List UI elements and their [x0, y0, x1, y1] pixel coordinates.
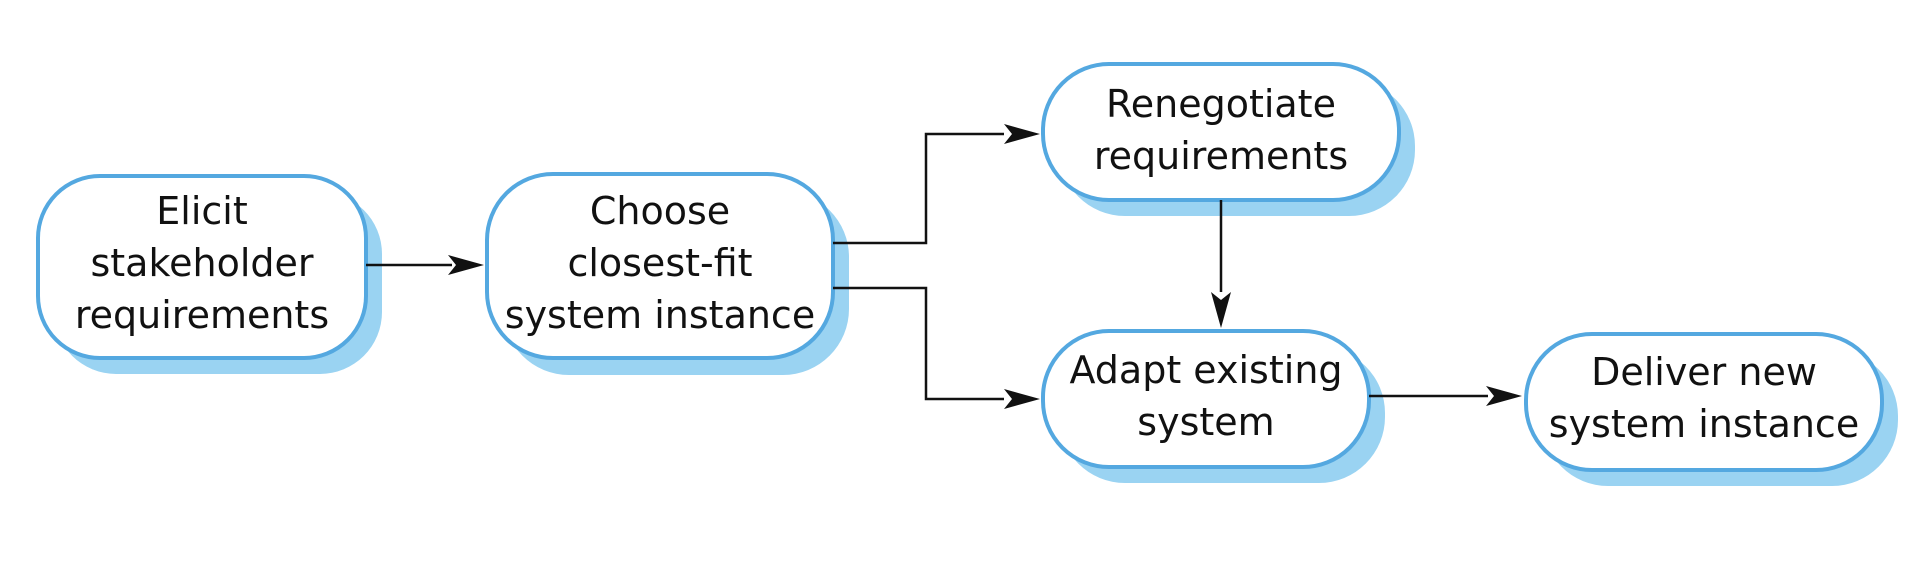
node-deliver-line-1: Deliver new	[1591, 350, 1817, 394]
node-deliver: Deliver new system instance	[1524, 332, 1898, 486]
node-elicit: Elicit stakeholder requirements	[36, 174, 382, 374]
edge-choose-to-renegotiate	[833, 124, 1040, 245]
node-choose-line-2: closest-fit	[567, 241, 752, 285]
node-adapt-line-2: system	[1137, 400, 1274, 444]
node-adapt: Adapt existing system	[1041, 329, 1385, 483]
edge-choose-to-adapt	[833, 286, 1040, 409]
arrowhead-icon	[448, 255, 484, 275]
node-renegotiate-line-1: Renegotiate	[1106, 82, 1336, 126]
node-renegotiate-line-2: requirements	[1094, 134, 1348, 178]
node-adapt-box	[1041, 329, 1371, 469]
node-elicit-line-3: requirements	[75, 293, 329, 337]
node-choose-line-1: Choose	[590, 189, 730, 233]
node-choose-line-3: system instance	[505, 293, 815, 337]
node-choose: Choose closest-fit system instance	[485, 172, 849, 375]
node-deliver-line-2: system instance	[1549, 402, 1859, 446]
node-deliver-box	[1524, 332, 1884, 472]
edge-elicit-to-choose	[366, 255, 484, 275]
node-adapt-line-1: Adapt existing	[1069, 348, 1342, 392]
node-elicit-line-2: stakeholder	[90, 241, 313, 285]
arrowhead-icon	[1211, 292, 1231, 328]
edge-renegotiate-to-adapt	[1211, 200, 1231, 328]
arrowhead-icon	[1004, 389, 1040, 409]
arrowhead-icon	[1004, 124, 1040, 144]
edge-choose-to-renegotiate-line	[833, 132, 1004, 245]
node-elicit-box	[36, 174, 368, 360]
edge-adapt-to-deliver	[1369, 386, 1522, 406]
node-renegotiate: Renegotiate requirements	[1041, 62, 1415, 216]
edge-choose-to-adapt-line	[833, 286, 1004, 401]
arrowhead-icon	[1486, 386, 1522, 406]
node-choose-box	[485, 172, 835, 360]
node-elicit-line-1: Elicit	[156, 189, 247, 233]
